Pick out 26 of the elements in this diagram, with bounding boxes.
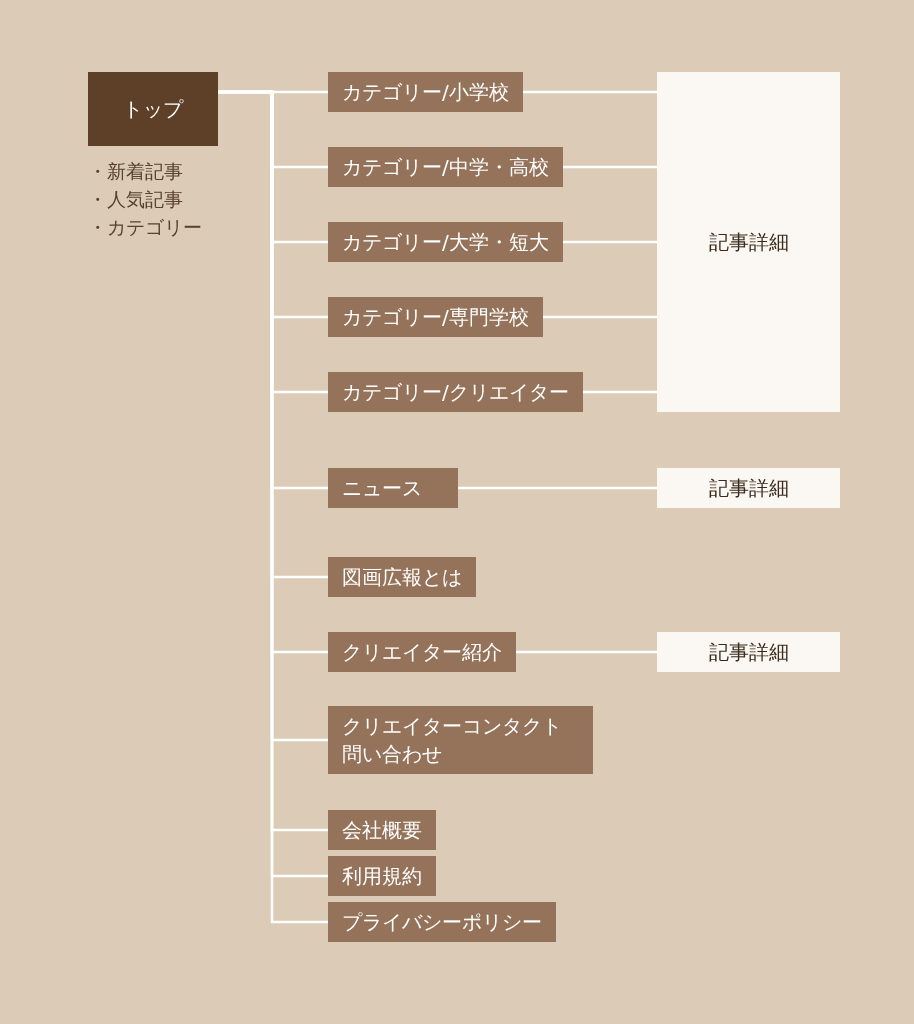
article-detail-box: 記事詳細 [657,468,840,508]
connector-line [562,240,657,244]
page-box: カテゴリー/小学校 [328,72,523,112]
bullet-item: ・人気記事 [88,187,184,212]
top-page-box: トップ [88,72,218,146]
connector-line [458,486,657,490]
connector-line [542,315,657,319]
connector-line [516,650,657,654]
page-box: カテゴリー/中学・高校 [328,147,563,187]
page-box: プライバシーポリシー [328,902,556,942]
article-detail-box: 記事詳細 [657,632,840,672]
page-box: クリエイターコンタクト問い合わせ [328,706,593,774]
connector-line [522,90,657,94]
article-detail-box: 記事詳細 [657,72,840,412]
page-box: 利用規約 [328,856,436,896]
connector-line [582,390,657,394]
page-box: 図画広報とは [328,557,476,597]
connector-line [562,165,657,169]
page-box: カテゴリー/クリエイター [328,372,583,412]
page-box: クリエイター紹介 [328,632,516,672]
page-box: カテゴリー/大学・短大 [328,222,563,262]
page-box: カテゴリー/専門学校 [328,297,543,337]
bullet-item: ・カテゴリー [88,215,202,240]
bullet-item: ・新着記事 [88,159,184,184]
page-box: 会社概要 [328,810,436,850]
page-box: ニュース [328,468,458,508]
